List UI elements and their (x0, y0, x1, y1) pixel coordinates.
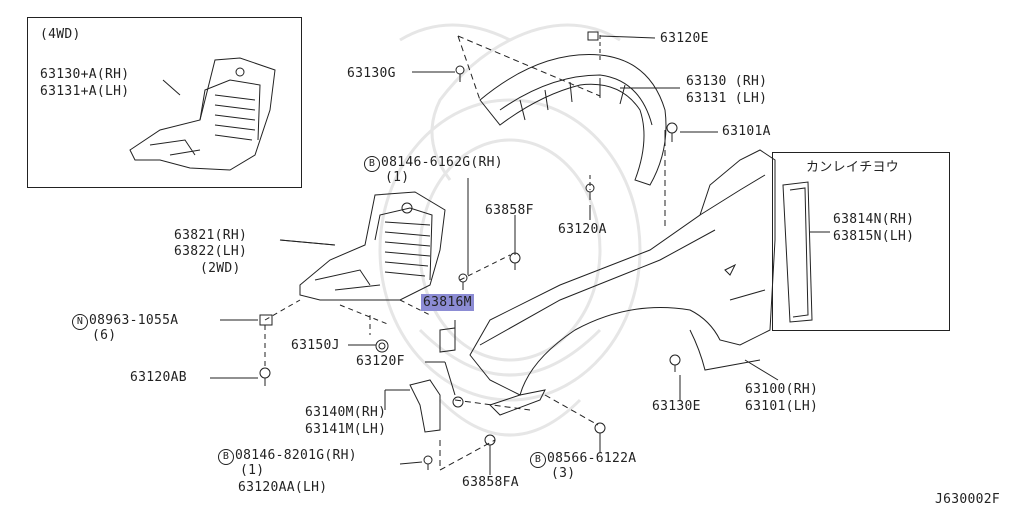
label-63120ab: 63120AB (130, 370, 187, 385)
diagram-code: J630002F (935, 492, 1001, 507)
label-63816m: 63816M (421, 294, 474, 311)
kanrei-part (782, 181, 813, 323)
label-63130g: 63130G (347, 66, 396, 81)
label-63130a-rh: 63130+A(RH) (40, 67, 130, 82)
label-63131a-lh: 63131+A(LH) (40, 84, 130, 99)
label-63130-rh: 63130 (RH) (686, 74, 768, 89)
label-63131-lh: 63131 (LH) (686, 91, 768, 106)
leader-lines (210, 35, 830, 475)
label-variant-4wd: (4WD) (40, 27, 81, 42)
front-fender-part (469, 130, 776, 396)
label-63814n-rh: 63814N(RH) (833, 212, 915, 227)
label-63101a: 63101A (722, 124, 771, 139)
label-63141m-lh: 63141M(LH) (305, 422, 387, 437)
label-qty-3: (3) (551, 466, 576, 481)
label-63821-rh: 63821(RH) (174, 228, 248, 243)
bolt-b-marker-2: B (218, 449, 234, 465)
label-63140m-rh: 63140M(RH) (305, 405, 387, 420)
label-63101-lh: 63101(LH) (745, 399, 819, 414)
label-63815n-lh: 63815N(LH) (833, 229, 915, 244)
label-63120a: 63120A (558, 222, 607, 237)
label-kanrei-title: カンレイチヨウ (806, 160, 900, 175)
nut-08963-1055a-text: 08963-1055A (89, 313, 179, 328)
label-63130e: 63130E (652, 399, 701, 414)
label-63822-lh: 63822(LH) (174, 244, 248, 259)
label-variant-2wd: (2WD) (200, 261, 241, 276)
label-qty-1a: (1) (385, 170, 410, 185)
fasteners (259, 31, 681, 470)
label-qty-6: (6) (92, 328, 117, 343)
bolt-08146-6162g-text: 08146-6162G(RH) (381, 155, 503, 170)
bolt-08566-6122a-text: 08566-6122A (547, 451, 637, 466)
bolt-b-marker: B (364, 156, 380, 172)
variant-4wd-box (27, 17, 302, 188)
label-qty-1b: (1) (240, 463, 265, 478)
label-63120e: 63120E (660, 31, 709, 46)
label-63120aa-lh: 63120AA(LH) (238, 480, 328, 495)
bolt-08146-8201g-text: 08146-8201G(RH) (235, 448, 357, 463)
nut-n-marker: N (72, 314, 88, 330)
kanrei-box (772, 152, 950, 331)
mount-lines (264, 254, 511, 368)
bolt-b-marker-3: B (530, 452, 546, 468)
label-63858f: 63858F (485, 203, 534, 218)
label-63858fa: 63858FA (462, 475, 519, 490)
fender-liner-part (457, 35, 667, 230)
undercover-4wd-part (129, 57, 276, 171)
label-63150j: 63150J (291, 338, 340, 353)
label-63120f: 63120F (356, 354, 405, 369)
watermark-emblem (378, 23, 642, 437)
bracket-parts (409, 327, 599, 471)
label-63100-rh: 63100(RH) (745, 382, 819, 397)
